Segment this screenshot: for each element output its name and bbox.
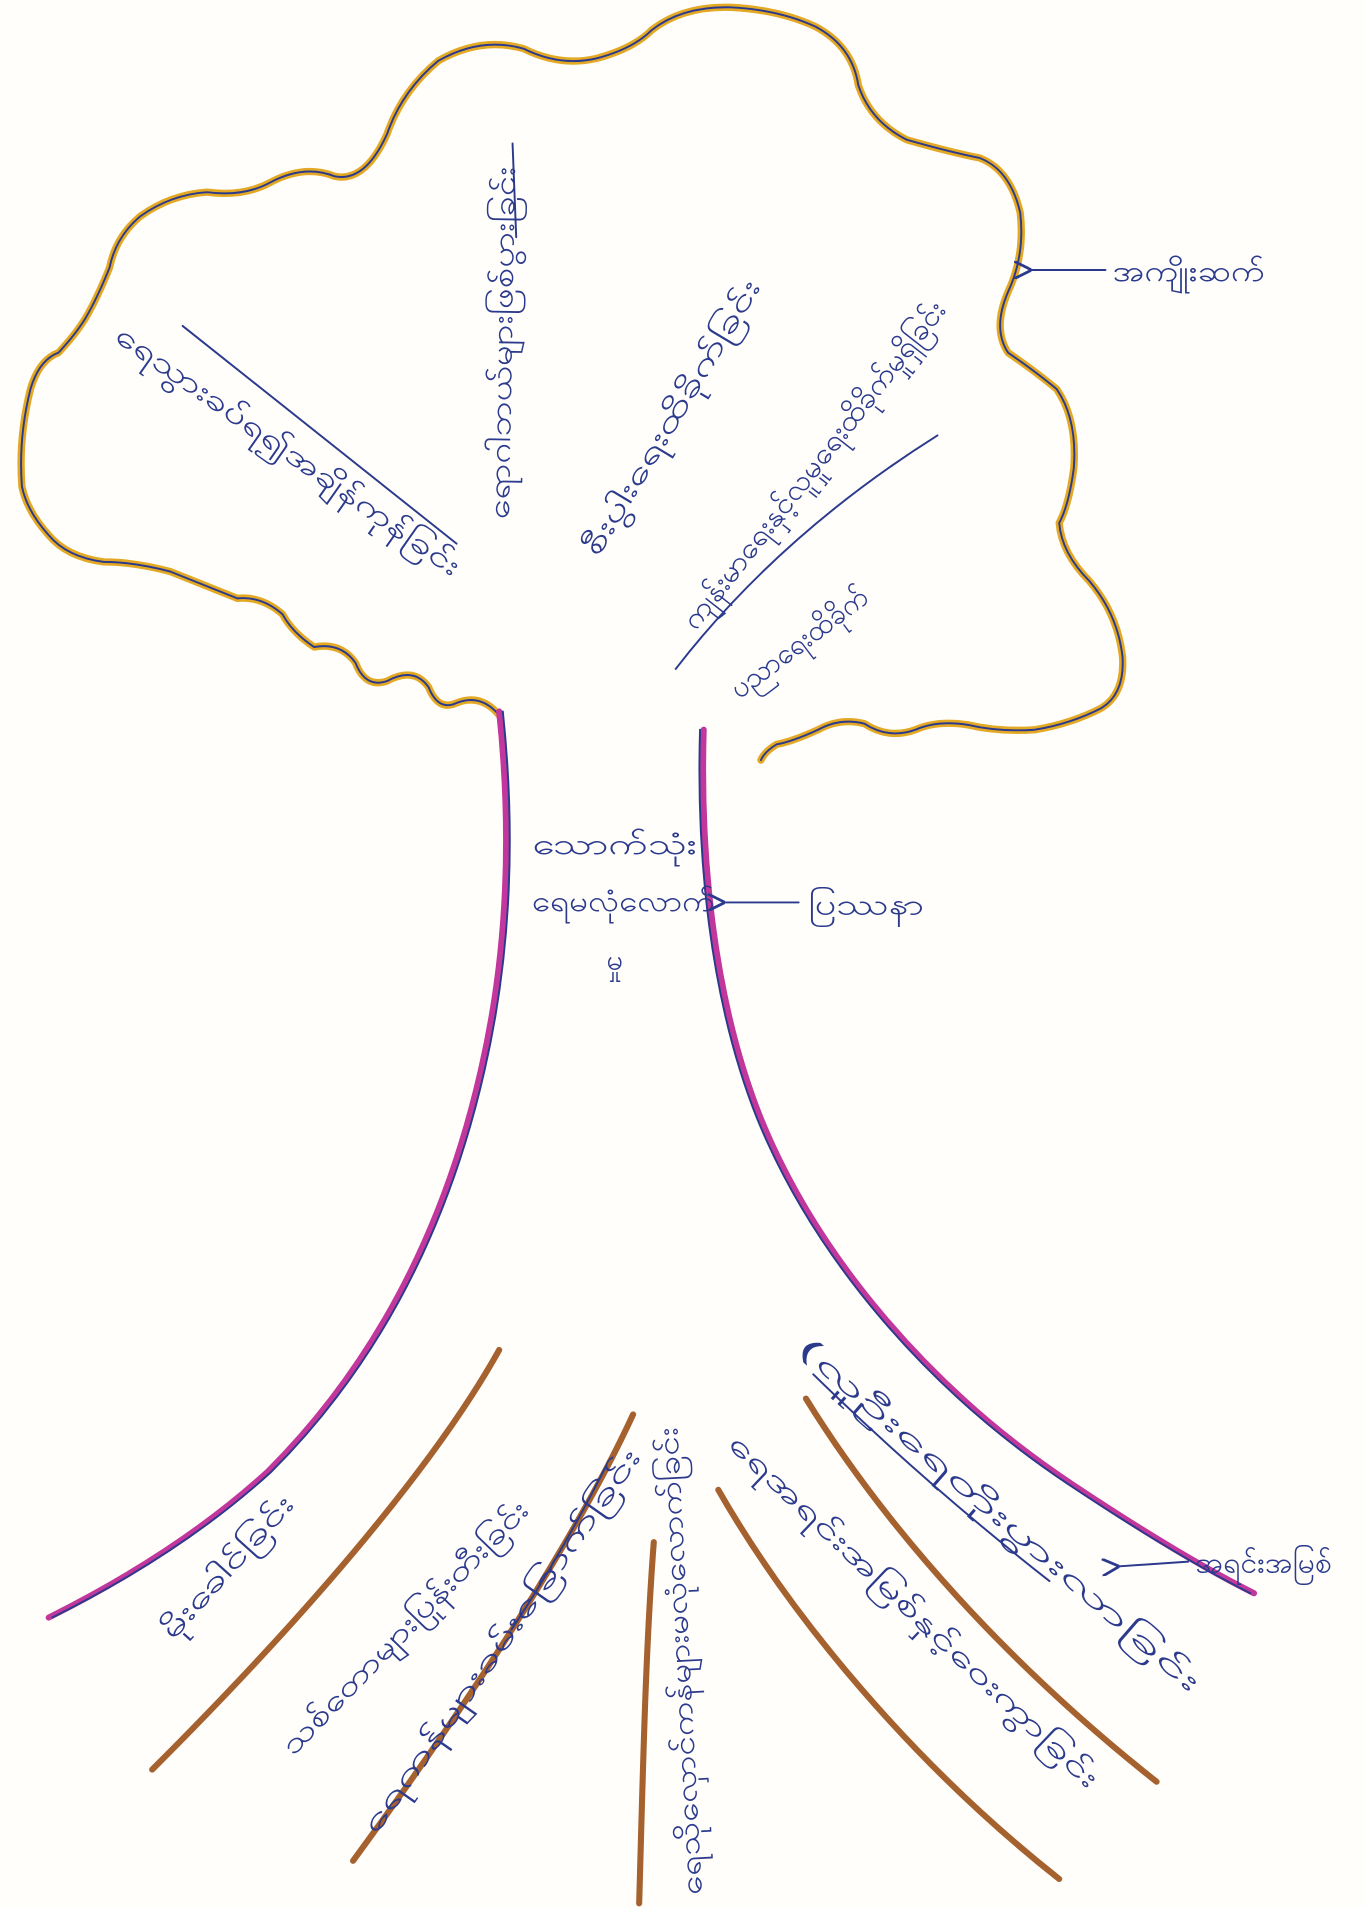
- canopy-outline-ink: [20, 6, 1124, 762]
- root-line-3: [636, 1539, 657, 1907]
- root-line-5: [802, 1395, 1160, 1785]
- trunk-right-ink: [698, 728, 1252, 1595]
- trunk: သောက်သုံး ရေမလုံလောက် မှု: [45, 708, 1258, 1621]
- root-line-4: [715, 1486, 1063, 1883]
- trunk-right-line: [700, 726, 1258, 1597]
- causes-pointer-label: အရင်းအမြစ်: [1196, 1545, 1332, 1586]
- effect-label-1: ရေသွားခပ်ရ၍အချိန်ကုန်ခြင်း: [106, 317, 469, 588]
- root-line-1: [149, 1346, 503, 1773]
- problem-pointer-label: ပြဿနာ: [808, 887, 924, 928]
- problem-text-line-2: ရေမလုံလောက်: [532, 884, 715, 924]
- problem-text-line-1: သောက်သုံး: [533, 827, 698, 867]
- effect-label-2: ရောဂါဘယ်များဖြစ်ပွားခြင်း: [481, 166, 528, 520]
- causes-group: မိုးခေါင်ခြင်း သစ်တောများပြုန်းတီးခြင်း …: [152, 1329, 1210, 1896]
- effect-label-5: ပညာရေးထိခိုက်: [723, 579, 878, 710]
- effects-group: ရေသွားခပ်ရ၍အချိန်ကုန်ခြင်း ရောဂါဘယ်များဖ…: [106, 142, 957, 710]
- effect-label-3: စီးပွါးရေးထိခိုက်ခြင်း: [574, 272, 773, 565]
- cause-underline-6: [812, 1373, 1051, 1583]
- trunk-left-ink: [51, 710, 511, 1619]
- causes-arrow: [1118, 1562, 1190, 1567]
- effect-underline-2: [511, 142, 518, 239]
- pointer-causes: အရင်းအမြစ်: [1118, 1545, 1332, 1586]
- problem-text-line-3: မှု: [606, 942, 623, 982]
- effects-pointer-label: အကျိုးဆက်: [1113, 254, 1265, 294]
- trunk-left-line: [45, 708, 510, 1621]
- canopy-cloud: [17, 3, 1127, 764]
- effect-underline-1: [181, 324, 458, 545]
- roots: [149, 1346, 1160, 1907]
- pointer-effects: အကျိုးဆက်: [1030, 254, 1265, 294]
- pointer-problem: ပြဿနာ: [723, 887, 924, 928]
- cause-label-4: ရေသိုလှောင်ကန်များမလုံလောက်ခြင်း: [649, 1426, 715, 1896]
- effect-underline-4: [674, 434, 939, 670]
- cause-underline-3: [510, 1464, 608, 1631]
- cause-label-1: မိုးခေါင်ခြင်း: [152, 1486, 305, 1650]
- cause-label-6: (လူဦးရေတိုးပွားလာခြင်း: [787, 1329, 1210, 1704]
